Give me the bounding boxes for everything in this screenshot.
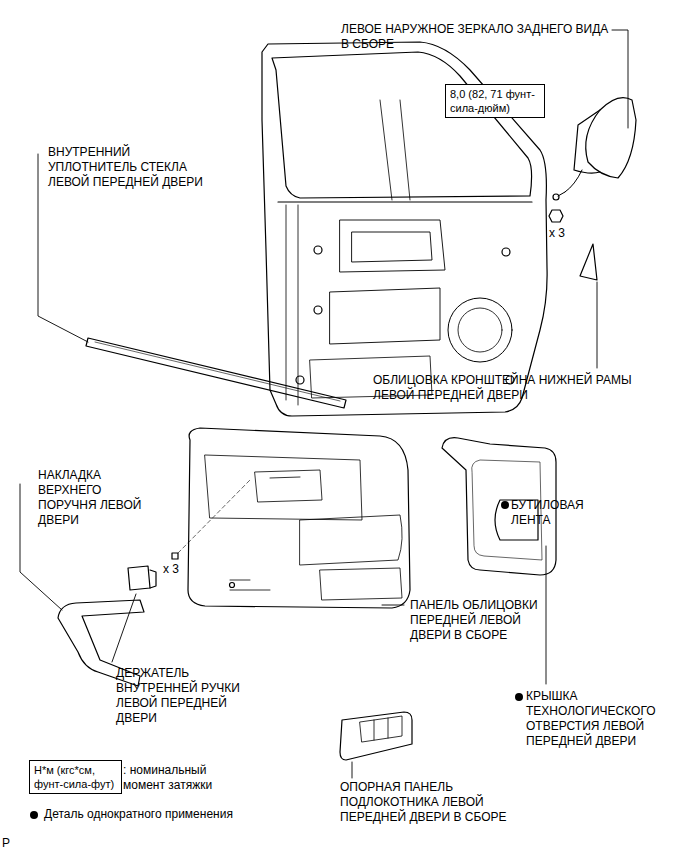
torque-box: Н*м (кгс*см, фунт-сила-фут) <box>29 760 122 794</box>
part-label: x 3 <box>549 226 589 241</box>
legend-text: Деталь однократного применения <box>44 807 233 822</box>
part-label: БУТИЛОВАЯ ЛЕНТА <box>511 498 601 528</box>
part-label: ОПОРНАЯ ПАНЕЛЬ ПОДЛОКОТНИКА ЛЕВОЙ ПЕРЕДН… <box>340 780 530 825</box>
part-label: P <box>2 836 22 851</box>
part-label: ОБЛИЦОВКА КРОНШТЕЙНА НИЖНЕЙ РАМЫ ЛЕВОЙ П… <box>373 373 643 403</box>
part-label: ПАНЕЛЬ ОБЛИЦОВКИ ПЕРЕДНЕЙ ЛЕВОЙ ДВЕРИ В … <box>410 598 545 643</box>
part-label: НАКЛАДКА ВЕРХНЕГО ПОРУЧНЯ ЛЕВОЙ ДВЕРИ <box>38 468 143 528</box>
part-label: x 3 <box>163 562 203 577</box>
part-label: ЛЕВОЕ НАРУЖНОЕ ЗЕРКАЛО ЗАДНЕГО ВИДА В СБ… <box>341 22 613 52</box>
torque-text: Н*м (кгс*см, фунт-сила-фут) <box>34 763 117 791</box>
torque-box: 8,0 (82, 71 фунт-сила-дюйм) <box>445 84 545 118</box>
torque-text: 8,0 (82, 71 фунт-сила-дюйм) <box>450 87 540 115</box>
part-label: КРЫШКА ТЕХНОЛОГИЧЕСКОГО ОТВЕРСТИЯ ЛЕВОЙ … <box>526 689 661 749</box>
part-label: ВНУТРЕННИЙ УПЛОТНИТЕЛЬ СТЕКЛА ЛЕВОЙ ПЕРЕ… <box>48 145 220 190</box>
part-label: : номинальный момент затяжки <box>123 763 235 793</box>
part-label: ДЕРЖАТЕЛЬ ВНУТРЕННЕЙ РУЧКИ ЛЕВОЙ ПЕРЕДНЕ… <box>116 666 251 726</box>
